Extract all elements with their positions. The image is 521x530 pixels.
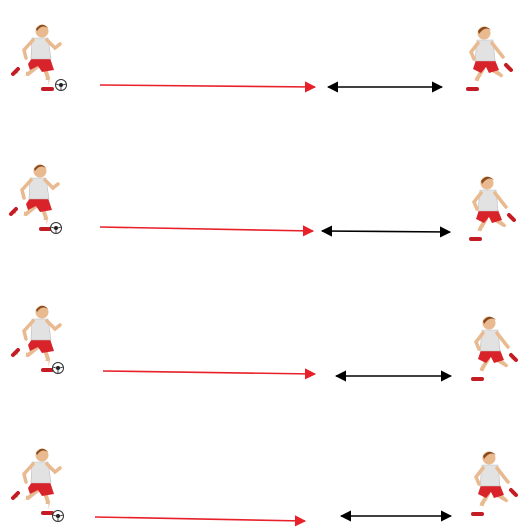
drill-row-3 xyxy=(13,306,516,380)
drill-row-1 xyxy=(13,25,511,91)
pass-arrow xyxy=(95,517,305,521)
drill-row-2 xyxy=(11,165,514,240)
soccer-player-running-icon xyxy=(473,452,516,515)
soccer-player-kicking-icon xyxy=(13,25,60,90)
soccer-player-running-icon xyxy=(471,177,514,240)
soccer-player-kicking-icon xyxy=(11,165,58,230)
soccer-player-kicking-icon xyxy=(13,449,60,514)
drill-row-4 xyxy=(13,449,516,522)
distance-arrow xyxy=(322,231,450,232)
soccer-ball-icon xyxy=(53,511,64,522)
soccer-ball-icon xyxy=(53,363,64,374)
pass-arrow xyxy=(103,371,315,374)
pass-arrow xyxy=(100,85,315,87)
soccer-ball-icon xyxy=(51,223,62,234)
soccer-player-kicking-icon xyxy=(13,306,60,371)
soccer-ball-icon xyxy=(56,80,67,91)
soccer-player-running-icon xyxy=(473,317,516,380)
pass-arrow xyxy=(100,227,313,231)
soccer-player-running-icon xyxy=(468,27,511,90)
